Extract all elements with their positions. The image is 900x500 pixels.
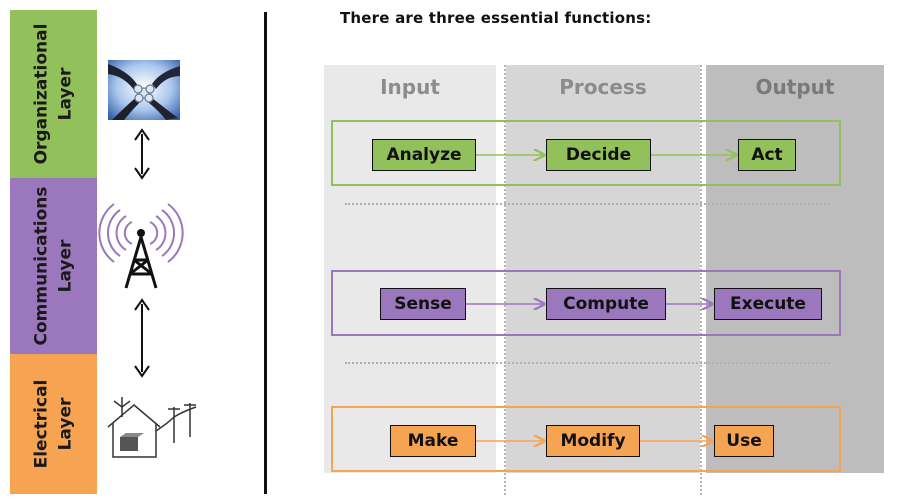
organizational-row-frame [331,120,841,186]
decide-box: Decide [546,139,651,171]
column-header-output: Output [755,75,835,99]
output-column: Output [706,65,884,473]
column-separator [700,65,702,495]
house-powerline-icon [107,397,197,458]
double-arrow-icon [134,298,150,378]
communications-row-frame [331,270,841,336]
use-box: Use [714,425,774,457]
column-header-process: Process [559,75,647,99]
modify-box: Modify [546,425,640,457]
hands-circle-icon [108,60,180,120]
electrical-row-frame [331,406,841,472]
column-header-input: Input [380,75,440,99]
execute-box: Execute [714,288,822,320]
radio-tower-icon [98,203,184,289]
make-box: Make [390,425,476,457]
double-arrow-icon [134,128,150,180]
compute-box: Compute [546,288,666,320]
process-column: Process [506,65,700,473]
intro-heading: There are three essential functions: [340,9,652,27]
section-divider [264,12,267,494]
sense-box: Sense [380,288,466,320]
row-separator [345,203,830,205]
input-column: Input [324,65,496,473]
act-box: Act [738,139,796,171]
analyze-box: Analyze [372,139,476,171]
row-separator [345,362,830,364]
column-separator [504,65,506,495]
